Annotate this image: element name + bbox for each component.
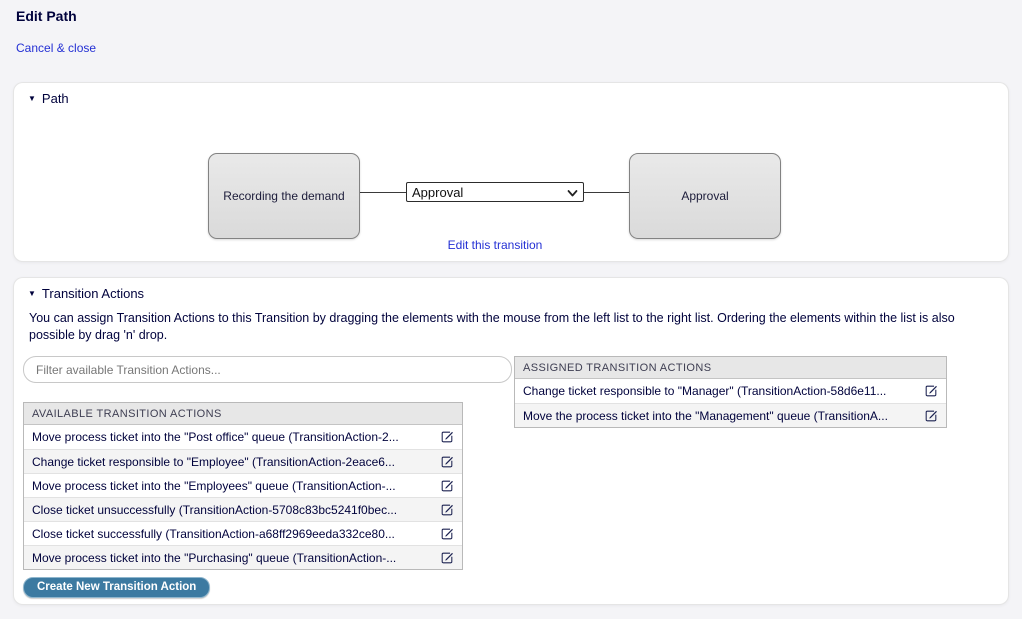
- edit-pencil-icon[interactable]: [924, 409, 938, 423]
- assigned-action-row[interactable]: Change ticket responsible to "Manager" (…: [515, 379, 946, 403]
- available-action-label: Move process ticket into the "Purchasing…: [32, 550, 397, 565]
- path-node-start[interactable]: Recording the demand: [208, 153, 360, 239]
- assigned-action-label: Move the process ticket into the "Manage…: [523, 408, 888, 423]
- edit-pencil-icon[interactable]: [924, 384, 938, 398]
- available-action-row[interactable]: Move process ticket into the "Post offic…: [24, 425, 462, 449]
- page-header: Edit Path Cancel & close: [0, 0, 1022, 55]
- page-title: Edit Path: [16, 8, 77, 24]
- path-canvas: Recording the demand Approval Approval E…: [14, 110, 1008, 258]
- edit-pencil-icon[interactable]: [440, 527, 454, 541]
- available-action-label: Move process ticket into the "Employees"…: [32, 478, 396, 493]
- available-action-label: Close ticket successfully (TransitionAct…: [32, 526, 395, 541]
- assigned-action-row[interactable]: Move the process ticket into the "Manage…: [515, 403, 946, 427]
- transition-actions-widget-header[interactable]: ▼ Transition Actions: [14, 278, 1008, 305]
- create-new-transition-action-button[interactable]: Create New Transition Action: [23, 577, 211, 598]
- collapse-triangle-icon: ▼: [28, 93, 36, 103]
- edit-pencil-icon[interactable]: [440, 551, 454, 565]
- transition-select-wrap: Approval: [406, 182, 584, 202]
- path-widget-header[interactable]: ▼ Path: [14, 83, 1008, 110]
- available-action-row[interactable]: Move process ticket into the "Employees"…: [24, 473, 462, 497]
- assigned-action-label: Change ticket responsible to "Manager" (…: [523, 384, 887, 398]
- available-action-label: Close ticket unsuccessfully (TransitionA…: [32, 502, 398, 517]
- edit-pencil-icon[interactable]: [440, 503, 454, 517]
- cancel-and-close-link[interactable]: Cancel & close: [16, 41, 97, 55]
- edit-pencil-icon[interactable]: [440, 455, 454, 469]
- transition-actions-description: You can assign Transition Actions to thi…: [29, 311, 955, 342]
- filter-transition-actions-input[interactable]: [23, 356, 512, 383]
- transition-select[interactable]: Approval: [406, 182, 584, 202]
- path-widget: ▼ Path Recording the demand Approval App…: [13, 82, 1009, 262]
- transition-actions-widget: ▼ Transition Actions You can assign Tran…: [13, 277, 1009, 605]
- assigned-table-header: ASSIGNED TRANSITION ACTIONS: [515, 357, 946, 379]
- available-action-label: Move process ticket into the "Post offic…: [32, 430, 399, 444]
- path-node-end[interactable]: Approval: [629, 153, 781, 239]
- transition-actions-widget-title: Transition Actions: [41, 286, 145, 301]
- edit-this-transition-link[interactable]: Edit this transition: [447, 238, 543, 252]
- edit-pencil-icon[interactable]: [440, 430, 454, 444]
- available-action-row[interactable]: Change ticket responsible to "Employee" …: [24, 449, 462, 473]
- collapse-triangle-icon: ▼: [28, 288, 36, 298]
- available-action-label: Change ticket responsible to "Employee" …: [32, 454, 395, 469]
- available-transition-actions-table: AVAILABLE TRANSITION ACTIONS Move proces…: [23, 402, 463, 570]
- available-action-row[interactable]: Move process ticket into the "Purchasing…: [24, 545, 462, 569]
- edit-pencil-icon[interactable]: [440, 479, 454, 493]
- available-table-header: AVAILABLE TRANSITION ACTIONS: [24, 403, 462, 425]
- assigned-transition-actions-table: ASSIGNED TRANSITION ACTIONS Change ticke…: [514, 356, 947, 428]
- path-widget-title: Path: [41, 91, 69, 106]
- available-action-row[interactable]: Close ticket unsuccessfully (TransitionA…: [24, 497, 462, 521]
- available-action-row[interactable]: Close ticket successfully (TransitionAct…: [24, 521, 462, 545]
